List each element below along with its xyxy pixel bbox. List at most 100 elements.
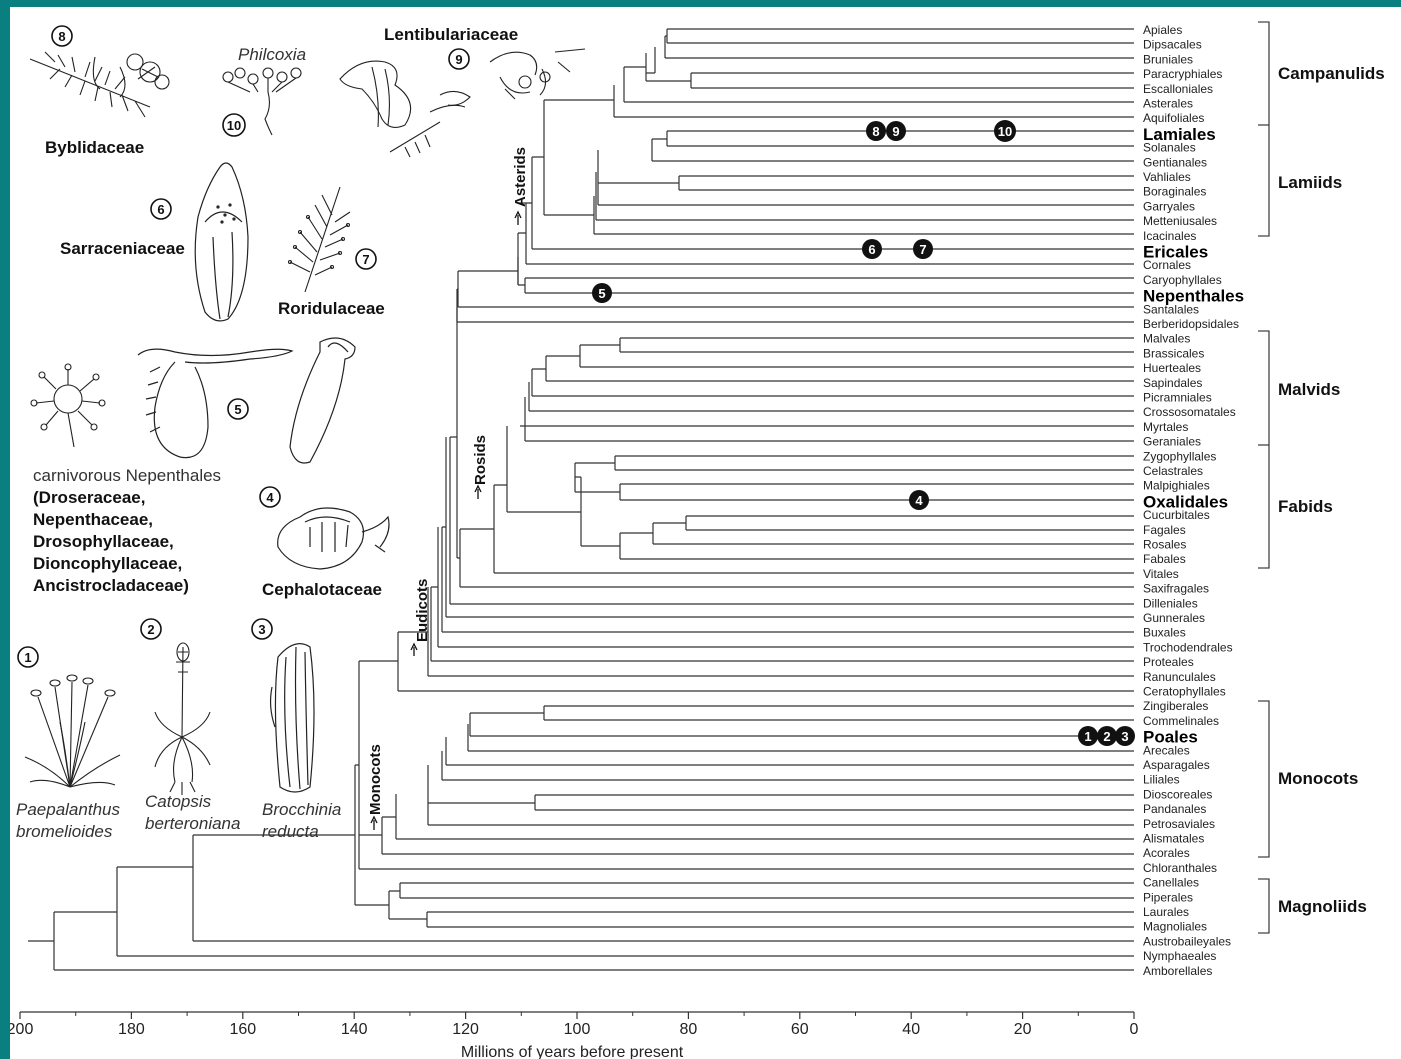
order-label-vahliales: Vahliales [1143, 170, 1191, 184]
family-label-byblidaceae: Byblidaceae [45, 138, 144, 157]
order-label-gentianales: Gentianales [1143, 155, 1207, 169]
order-label-buxales: Buxales [1143, 626, 1186, 640]
order-label-zygophyllales: Zygophyllales [1143, 449, 1216, 463]
badge-5: 5 [592, 283, 612, 303]
family-label-sarraceniaceae: Sarraceniaceae [60, 239, 185, 258]
order-label-pandanales: Pandanales [1143, 802, 1206, 816]
group-fabids: Fabids [1278, 497, 1333, 516]
order-label-proteales: Proteales [1143, 655, 1194, 669]
species-label-catopsis: Catopsis [145, 792, 212, 811]
order-label-amborellales: Amborellales [1143, 964, 1212, 978]
order-label-austrobaileyales: Austrobaileyales [1143, 934, 1231, 948]
genus-label-philcoxia: Philcoxia [238, 45, 306, 64]
order-label-brassicales: Brassicales [1143, 346, 1204, 360]
axis-tick-label: 180 [118, 1021, 145, 1038]
order-label-alismatales: Alismatales [1143, 832, 1204, 846]
order-label-fagales: Fagales [1143, 523, 1186, 537]
badge-7: 7 [913, 239, 933, 259]
illustration-lentibulariaceae: Lentibulariaceae 9 [340, 25, 585, 157]
axis-tick-label: 160 [229, 1021, 256, 1038]
sarracenia-pitcher-icon [195, 163, 248, 321]
svg-text:6: 6 [157, 202, 164, 217]
group-malvids: Malvids [1278, 380, 1340, 399]
clade-arrow-icon [371, 817, 377, 830]
order-label-arecales: Arecales [1143, 743, 1190, 757]
axis-tick-label: 80 [680, 1021, 698, 1038]
badge-1: 1 [1078, 726, 1098, 746]
order-label-aquifoliales: Aquifoliales [1143, 111, 1204, 125]
badge-outline-2: 2 [141, 619, 161, 639]
group-magnoliids: Magnoliids [1278, 897, 1367, 916]
order-label-celastrales: Celastrales [1143, 464, 1203, 478]
label-nepenthales-family-3: Drosophyllaceae, [33, 532, 174, 551]
badge-8: 8 [866, 121, 886, 141]
order-label-fabales: Fabales [1143, 552, 1186, 566]
order-label-zingiberales: Zingiberales [1143, 699, 1208, 713]
order-label-dipsacales: Dipsacales [1143, 38, 1202, 52]
order-label-rosales: Rosales [1143, 538, 1186, 552]
badge-outline-6: 6 [151, 199, 171, 219]
order-label-icacinales: Icacinales [1143, 229, 1196, 243]
svg-text:7: 7 [919, 242, 926, 257]
order-label-trochodendrales: Trochodendrales [1143, 640, 1233, 654]
axis-tick-label: 100 [564, 1021, 591, 1038]
badge-outline-7: 7 [356, 249, 376, 269]
svg-text:9: 9 [892, 124, 899, 139]
order-label-laurales: Laurales [1143, 905, 1189, 919]
illustration-paepalanthus: 1 Paepalanthus bromelioides [16, 647, 120, 841]
label-nepenthales-family-4: Dioncophyllaceae, [33, 554, 182, 573]
order-label-santalales: Santalales [1143, 302, 1199, 316]
clade-arrow-icon [515, 212, 521, 225]
family-label-roridulaceae: Roridulaceae [278, 299, 385, 318]
svg-text:3: 3 [1121, 729, 1128, 744]
badge-2: 2 [1097, 726, 1117, 746]
badge-outline-4: 4 [260, 487, 280, 507]
phylogeny-figure: ApialesDipsacalesBrunialesParacryphiales… [10, 7, 1401, 1059]
svg-text:4: 4 [266, 490, 274, 505]
order-label-asterales: Asterales [1143, 97, 1193, 111]
order-label-canellales: Canellales [1143, 876, 1199, 890]
order-label-magnoliales: Magnoliales [1143, 920, 1207, 934]
drosera-plant-icon [31, 364, 105, 447]
order-label-dioscoreales: Dioscoreales [1143, 787, 1212, 801]
axis-tick-label: 200 [10, 1021, 33, 1038]
order-label-saxifragales: Saxifragales [1143, 582, 1209, 596]
species-label-bromelioides: bromelioides [16, 822, 113, 841]
order-label-malvales: Malvales [1143, 332, 1190, 346]
order-label-berberidopsidales: Berberidopsidales [1143, 317, 1239, 331]
paepalanthus-plant-icon [25, 675, 120, 787]
illustration-philcoxia: Philcoxia 10 [223, 45, 306, 136]
badge-3: 3 [1115, 726, 1135, 746]
order-label-huerteales: Huerteales [1143, 361, 1201, 375]
order-label-paracryphiales: Paracryphiales [1143, 67, 1222, 81]
order-label-ranunculales: Ranunculales [1143, 670, 1216, 684]
order-label-cucurbitales: Cucurbitales [1143, 508, 1210, 522]
tree-badges: 8 9 10 6 7 5 4 1 2 3 [592, 120, 1135, 746]
order-label-geraniales: Geraniales [1143, 435, 1201, 449]
axis-tick-label: 60 [791, 1021, 809, 1038]
order-label-nymphaeales: Nymphaeales [1143, 949, 1216, 963]
badge-outline-9: 9 [449, 49, 469, 69]
label-nepenthales-family-2: Nepenthaceae, [33, 510, 153, 529]
group-lamiids: Lamiids [1278, 173, 1342, 192]
order-label-cornales: Cornales [1143, 258, 1191, 272]
order-label-liliales: Liliales [1143, 773, 1180, 787]
axis-label: Millions of years before present [461, 1044, 684, 1059]
clade-arrow-icon [411, 644, 417, 656]
order-label-myrtales: Myrtales [1143, 420, 1188, 434]
axis-tick-label: 20 [1014, 1021, 1032, 1038]
order-label-acorales: Acorales [1143, 846, 1190, 860]
family-label-lentibulariaceae: Lentibulariaceae [384, 25, 518, 44]
svg-text:9: 9 [455, 52, 462, 67]
group-brackets [1258, 22, 1269, 933]
order-label-caryophyllales: Caryophyllales [1143, 273, 1222, 287]
order-label-piperales: Piperales [1143, 890, 1193, 904]
svg-text:10: 10 [998, 124, 1012, 139]
order-label-solanales: Solanales [1143, 141, 1196, 155]
nepenthes-leaf-icon [290, 338, 355, 463]
catopsis-plant-icon [155, 643, 210, 795]
family-label-cephalotaceae: Cephalotaceae [262, 580, 382, 599]
svg-text:7: 7 [362, 252, 369, 267]
